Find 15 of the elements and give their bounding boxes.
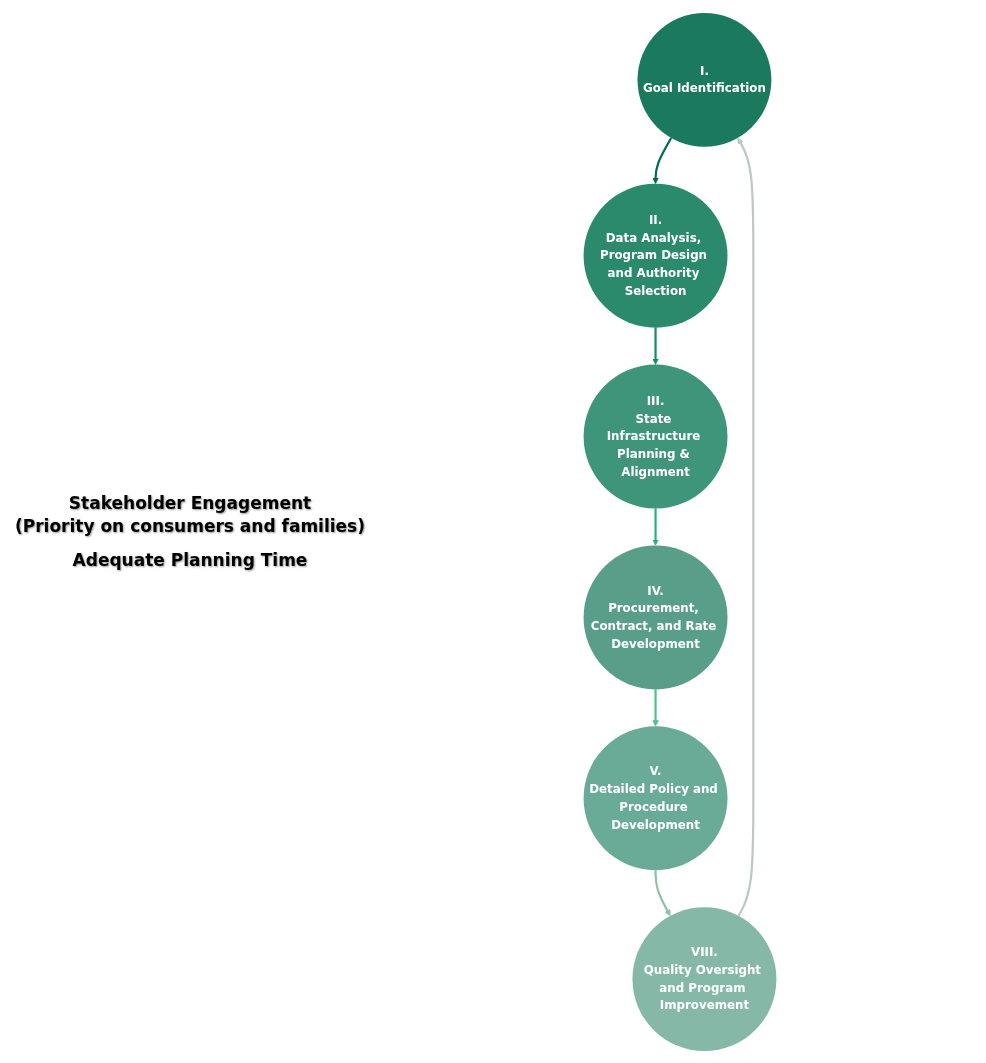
note-text: Adequate Planning Time xyxy=(71,550,309,570)
arrow xyxy=(652,508,659,546)
arrow xyxy=(652,136,673,184)
node-circle: VIII. Quality Oversight and Program Improvement xyxy=(632,906,777,1051)
node-circle: III. State Infrastructure Planning & Alignment xyxy=(583,364,728,509)
node-circle: IV. Procurement, Contract, and Rate Development xyxy=(583,544,728,689)
arrow xyxy=(652,327,659,365)
arrow xyxy=(654,869,671,916)
arrow xyxy=(652,688,659,727)
node-circle: II. Data Analysis, Program Design and Authority Selection xyxy=(583,183,728,328)
node-circle: I. Goal Identification xyxy=(637,12,772,147)
note-text: Stakeholder Engagement xyxy=(67,493,313,513)
note-text: (Priority on consumers and families) xyxy=(13,516,366,536)
node-circle: V. Detailed Policy and Procedure Development xyxy=(583,725,728,870)
arrow xyxy=(737,137,755,916)
